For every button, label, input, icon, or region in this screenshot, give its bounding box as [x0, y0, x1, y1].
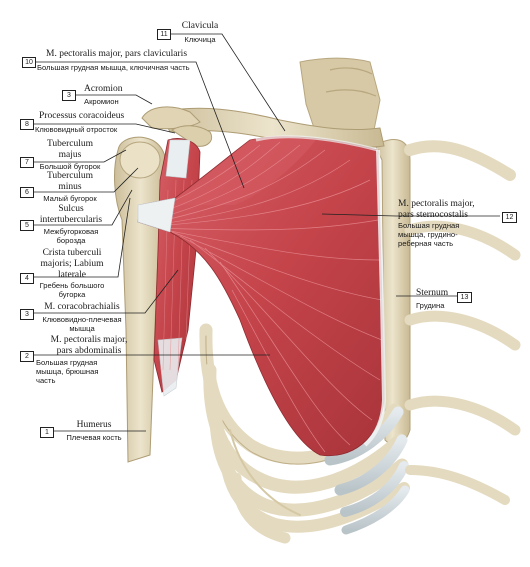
ribcage	[199, 323, 410, 544]
callout-number-13: 13	[457, 292, 472, 303]
callout-number-1: 1	[40, 427, 54, 438]
callout-number-3-coracobrachialis: 3	[20, 309, 34, 320]
contralateral-ribs	[404, 140, 521, 505]
label-pars-abdominalis-ru-3: часть	[36, 376, 56, 385]
label-pars-sternocostalis-ru-2: мышца, грудино-	[398, 230, 458, 239]
callout-number-8: 8	[20, 119, 34, 130]
label-humerus-latin: Humerus	[76, 420, 112, 430]
callout-number-10: 10	[22, 57, 36, 68]
label-sulcus-latin-1: Sulcus	[58, 204, 84, 214]
label-crista-ru-1: Гребень большого	[39, 281, 105, 290]
label-clavicula-latin: Clavicula	[181, 21, 219, 31]
label-crista-latin-1: Crista tuberculi	[42, 248, 102, 258]
label-pars-abdominalis-ru-2: мышца, брюшная	[36, 367, 99, 376]
label-coracoid-latin: Processus coracoideus	[39, 111, 125, 121]
label-pars-clavicularis-ru: Большая грудная мышца, ключичная часть	[37, 63, 190, 72]
label-pars-clavicularis-latin: M. pectoralis major, pars clavicularis	[46, 49, 188, 59]
label-coracoid-ru: Клювовидный отросток	[35, 125, 118, 134]
label-acromion-latin: Acromion	[84, 84, 123, 94]
label-tuberculum-minus-latin-2: minus	[58, 182, 82, 192]
label-pars-abdominalis-ru-1: Большая грудная	[36, 358, 98, 367]
callout-number-12: 12	[502, 212, 517, 223]
coracobrachialis-muscle	[153, 138, 201, 397]
label-pars-sternocostalis-ru-3: реберная часть	[398, 239, 454, 248]
label-tuberculum-majus-latin-1: Tuberculum	[46, 139, 94, 149]
label-tuberculum-minus-ru: Малый бугорок	[43, 194, 97, 203]
clavicle	[159, 107, 385, 149]
label-tuberculum-majus-ru: Большой бугорок	[39, 162, 101, 171]
label-clavicula-ru: Ключица	[184, 35, 216, 44]
label-acromion-ru: Акромион	[84, 97, 119, 106]
label-pars-abdominalis-latin-1: M. pectoralis major,	[50, 335, 128, 345]
label-humerus-ru: Плечевая кость	[66, 433, 122, 442]
pectoralis-major-muscle	[137, 135, 387, 457]
label-pars-sternocostalis-latin-2: pars sternocostalis	[398, 210, 468, 220]
callout-number-3-acromion: 3	[62, 90, 76, 101]
label-pars-sternocostalis-latin-1: M. pectoralis major,	[398, 199, 475, 209]
callout-number-6: 6	[20, 187, 34, 198]
acromion	[141, 106, 213, 147]
callout-number-7: 7	[20, 157, 34, 168]
label-sternum-latin: Sternum	[416, 288, 449, 298]
label-coracobrachialis-ru-2: мышца	[69, 324, 95, 333]
callout-number-11: 11	[157, 29, 171, 40]
callout-number-2: 2	[20, 351, 34, 362]
label-sulcus-ru-2: борозда	[56, 236, 86, 245]
label-crista-ru-2: бугорка	[58, 290, 86, 299]
label-coracobrachialis-latin: M. coracobrachialis	[44, 302, 120, 312]
label-tuberculum-minus-latin-1: Tuberculum	[46, 171, 94, 181]
leader-lines	[34, 33, 500, 432]
label-sulcus-ru-1: Межбугорковая	[43, 227, 99, 236]
label-sulcus-latin-2: intertubercularis	[39, 215, 103, 225]
callout-number-4: 4	[20, 273, 34, 284]
label-sternum-ru: Грудина	[416, 301, 445, 310]
label-pars-abdominalis-latin-2: pars abdominalis	[56, 346, 122, 356]
callout-number-5: 5	[20, 220, 34, 231]
label-tuberculum-majus-latin-2: majus	[58, 150, 82, 160]
label-crista-latin-3: laterale	[58, 270, 86, 280]
label-pars-sternocostalis-ru-1: Большая грудная	[398, 221, 460, 230]
label-coracobrachialis-ru-1: Клювовидно-плечевая	[42, 315, 122, 324]
label-crista-latin-2: majoris; Labium	[40, 259, 104, 269]
